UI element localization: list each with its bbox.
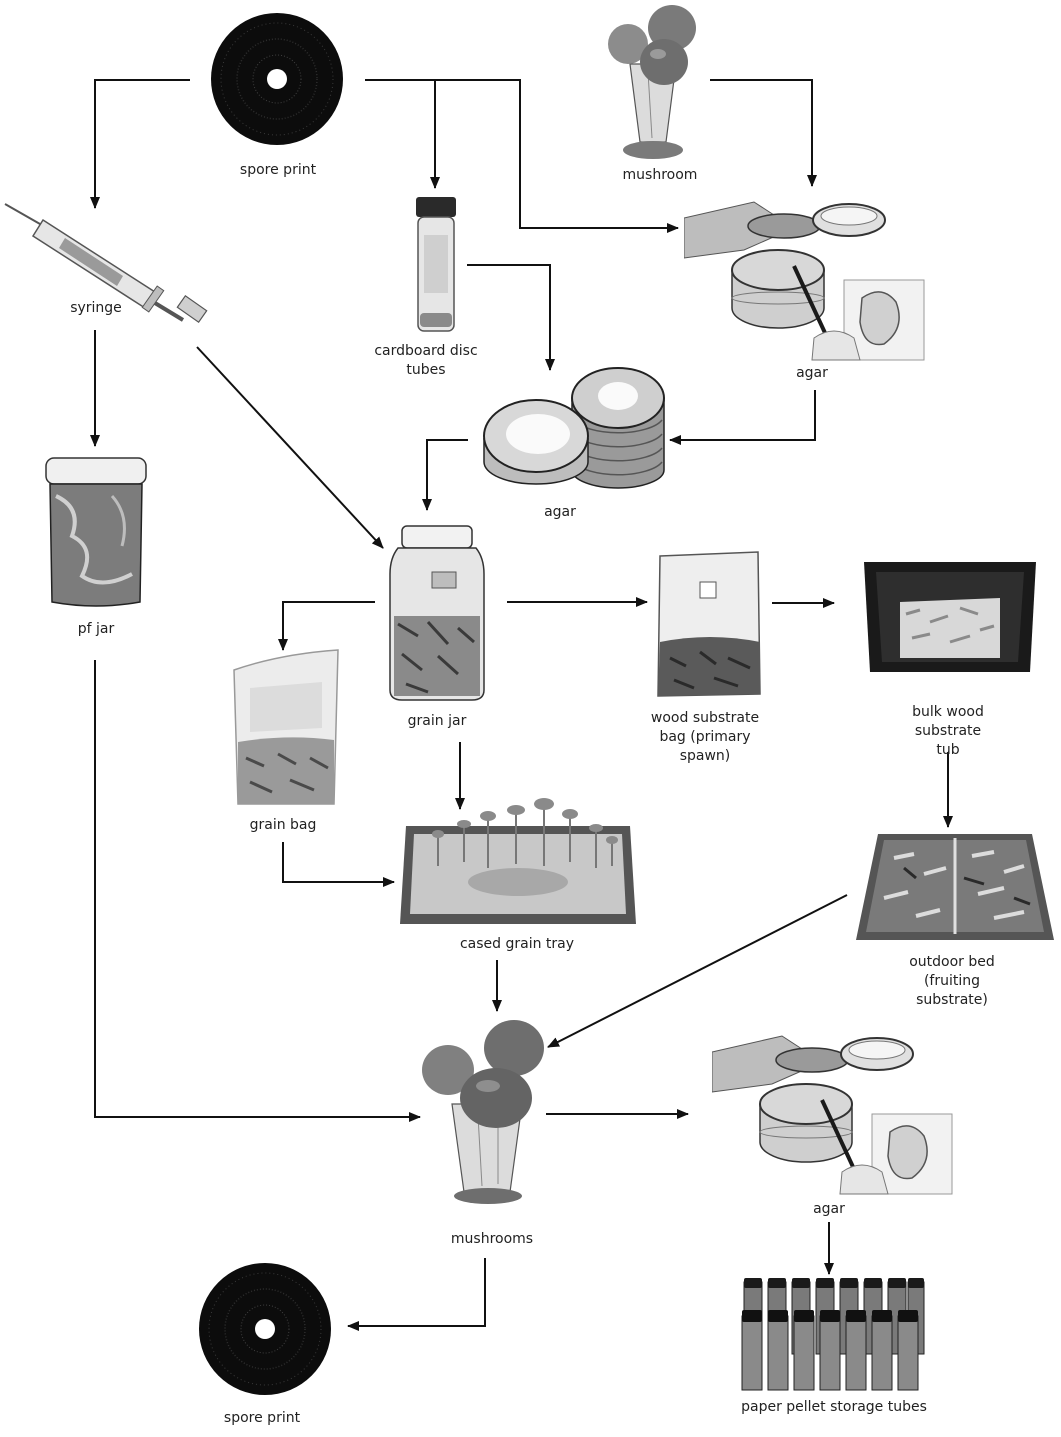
spore-print-bottom-label: spore print bbox=[223, 1410, 301, 1426]
spore-print-icon bbox=[211, 13, 343, 145]
tub-icon bbox=[864, 562, 1036, 672]
agar-inoculation-icon bbox=[712, 1035, 953, 1195]
outdoor-bed-label: outdoor bed (fruiting substrate) bbox=[909, 954, 995, 1008]
cased-tray-label: cased grain tray bbox=[459, 936, 575, 952]
mushroom-label: mushroom bbox=[622, 167, 698, 183]
tube-icon bbox=[416, 197, 456, 332]
agar-plates-label: agar bbox=[544, 504, 576, 520]
edge-agar-to-agar-plates bbox=[669, 390, 816, 445]
grain-jar-label: grain jar bbox=[407, 713, 467, 729]
outdoor-bed-icon bbox=[856, 834, 1054, 940]
edge-spore-print-to-agar bbox=[435, 79, 679, 233]
bulk-tub-label: bulk wood substrate tub bbox=[912, 704, 984, 758]
grain-bag-label: grain bag bbox=[249, 817, 317, 833]
edge-cardboard-tubes-to-agar bbox=[467, 264, 555, 371]
syringe-label: syringe bbox=[70, 300, 122, 316]
storage-tubes-label: paper pellet storage tubes bbox=[741, 1399, 927, 1415]
edge-outdoor-bed-to-mushrooms bbox=[547, 894, 848, 1048]
edge-grain-jar-to-grain-bag bbox=[278, 601, 375, 651]
spawn-bag-icon bbox=[657, 551, 761, 697]
agar-label: agar bbox=[796, 365, 828, 381]
cardboard-tubes-label: cardboard disc tubes bbox=[374, 343, 478, 378]
edge-mushrooms-to-spore-print bbox=[347, 1258, 486, 1331]
pf-jar-label: pf jar bbox=[77, 621, 115, 637]
mushroom-cluster-icon bbox=[422, 1020, 544, 1204]
edge-syringe-to-grain-jar bbox=[196, 346, 384, 549]
storage-tubes-icon bbox=[741, 1278, 925, 1391]
spore-print-label: spore print bbox=[239, 162, 317, 178]
edge-spore-print-to-cardboard-tubes bbox=[365, 79, 440, 189]
edge-agar-plates-to-grain-jar bbox=[422, 439, 468, 511]
grain-bag-icon bbox=[233, 649, 339, 805]
mushrooms-label: mushrooms bbox=[450, 1231, 534, 1247]
syringe-icon bbox=[4, 203, 208, 324]
grain-jar-icon bbox=[389, 525, 485, 701]
petri-dish-stack-icon bbox=[483, 367, 665, 489]
mushroom-icon bbox=[608, 5, 696, 159]
edge-mushroom-to-agar bbox=[710, 79, 817, 187]
edge-spore-print-to-syringe bbox=[90, 79, 190, 209]
pf-jar-icon bbox=[45, 457, 147, 607]
edge-grain-bag-to-tray bbox=[282, 842, 395, 887]
agar-bottom-label: agar bbox=[813, 1201, 845, 1217]
fruiting-tray-icon bbox=[400, 798, 636, 924]
edge-pf-jar-to-mushrooms bbox=[94, 660, 421, 1122]
spore-print-icon bbox=[199, 1263, 331, 1395]
agar-inoculation-icon bbox=[684, 201, 925, 361]
wood-bag-label: wood substrate bag (primary spawn) bbox=[650, 710, 760, 764]
